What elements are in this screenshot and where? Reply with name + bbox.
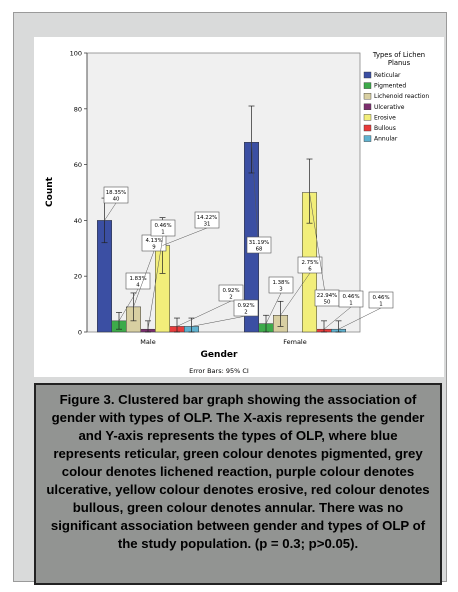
data-label-box <box>103 186 129 204</box>
data-label-box <box>368 291 394 309</box>
data-label: 14.22% <box>197 215 218 221</box>
y-tick-label: 0 <box>78 329 82 337</box>
data-label: 18.35% <box>106 190 127 196</box>
callout-leader <box>147 235 164 330</box>
caption-text: Figure 3. Clustered bar graph showing th… <box>46 392 430 551</box>
legend-entry: Reticular <box>374 72 401 79</box>
legend-entry: Lichenoid reaction <box>374 93 429 100</box>
legend-entry: Erosive <box>374 114 396 121</box>
chart-footnote: Error Bars: 95% CI <box>189 367 249 375</box>
legend-entry: Annular <box>374 136 398 143</box>
data-label-box <box>233 299 259 317</box>
legend-swatch <box>363 124 372 132</box>
x-tick-label: Female <box>283 338 307 346</box>
callout-leader <box>251 142 260 254</box>
data-label: 2 <box>244 310 247 316</box>
legend-swatch <box>363 135 372 142</box>
y-tick-label: 60 <box>74 161 82 169</box>
data-label-box <box>338 290 364 308</box>
y-axis-label: Count <box>45 176 55 207</box>
callout-leader <box>104 202 117 221</box>
data-label: 0.46% <box>342 294 359 300</box>
legend-title-line: Types of Lichen <box>372 51 425 59</box>
legend-title-line: Planus <box>388 59 411 67</box>
y-tick-label: 100 <box>70 50 82 58</box>
data-label: 0.92% <box>237 303 254 309</box>
x-tick-label: Male <box>140 338 155 346</box>
callout-leader <box>133 250 155 307</box>
data-label: 31.19% <box>249 240 270 246</box>
callout-leader <box>176 300 232 327</box>
callout-leader <box>280 272 311 316</box>
data-label: 31 <box>204 222 211 228</box>
data-label: 4.13% <box>145 238 162 244</box>
legend-entry: Bullous <box>374 125 396 132</box>
y-tick-label: 20 <box>74 273 82 281</box>
legend-entry: Pigmented <box>374 83 406 90</box>
callout-leader <box>118 288 139 321</box>
data-label: 0.46% <box>372 295 389 301</box>
data-label-box <box>246 236 272 254</box>
data-label: 0.46% <box>154 223 171 229</box>
data-label-box <box>297 256 323 274</box>
legend-swatch <box>363 103 372 111</box>
data-label: 22.94% <box>317 293 338 299</box>
data-label: 1 <box>161 230 164 236</box>
data-label: 0.92% <box>222 288 239 294</box>
legend-swatch <box>363 93 372 100</box>
data-label: 4 <box>136 283 140 289</box>
data-label: 1.38% <box>272 280 289 286</box>
data-label: 1.83% <box>129 276 146 282</box>
data-label-box <box>125 272 151 290</box>
figure-caption: Figure 3. Clustered bar graph showing th… <box>34 383 442 585</box>
callout-leader <box>162 227 208 246</box>
callout-leader <box>309 192 328 307</box>
data-label: 9 <box>152 245 156 251</box>
legend-entry: Ulcerative <box>374 104 405 111</box>
data-label: 2 <box>229 295 232 301</box>
data-label: 2.75% <box>301 260 318 266</box>
data-label: 3 <box>279 287 282 293</box>
x-axis-label: Gender <box>201 350 238 360</box>
legend-swatch <box>363 82 372 89</box>
callout-leader <box>265 292 282 324</box>
legend-swatch <box>363 71 372 79</box>
callout-leader <box>323 306 352 330</box>
data-label: 50 <box>324 300 331 306</box>
data-label: 40 <box>113 197 120 203</box>
y-tick-label: 40 <box>74 217 82 225</box>
data-label: 1 <box>349 301 352 307</box>
data-label-box <box>218 284 244 302</box>
data-label-box <box>194 211 220 229</box>
data-label-box <box>150 219 176 237</box>
legend-swatch <box>363 114 372 121</box>
callout-leader <box>191 315 247 327</box>
data-label: 68 <box>256 247 263 253</box>
callout-leader <box>338 307 382 330</box>
data-label: 1 <box>379 302 382 308</box>
data-label-box <box>268 276 294 294</box>
data-label: 6 <box>308 267 312 273</box>
y-tick-label: 80 <box>74 105 82 113</box>
